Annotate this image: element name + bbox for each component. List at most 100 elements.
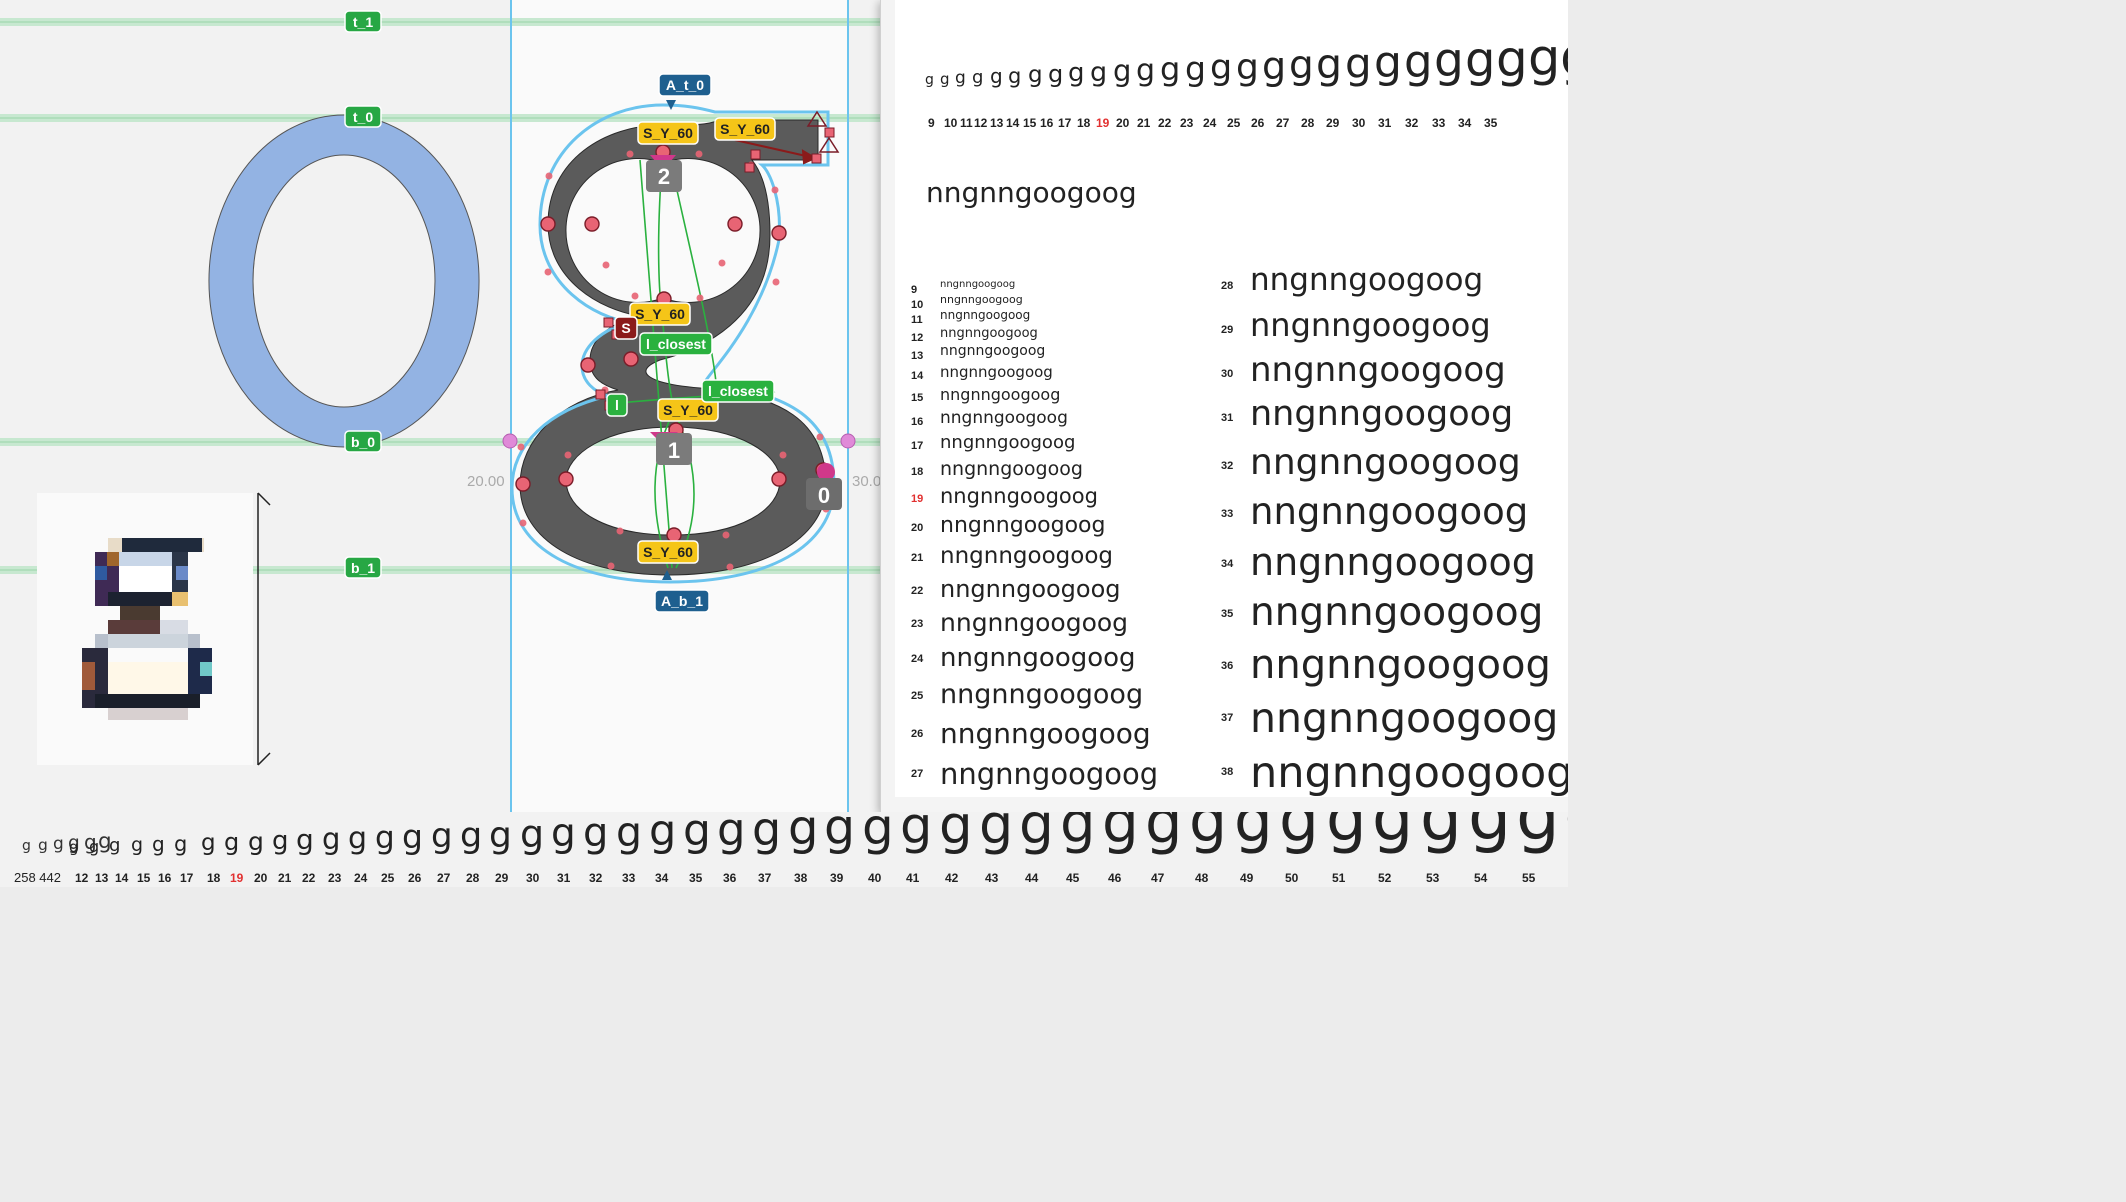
bottom-size-label: 49	[1240, 871, 1254, 885]
preview-glyph: g	[1496, 30, 1528, 88]
bottom-glyph: g	[1060, 812, 1096, 856]
svg-text:S_Y_60: S_Y_60	[643, 544, 693, 560]
bottom-glyph: g	[402, 817, 423, 856]
waterfall-size-label: 28	[1221, 280, 1234, 292]
sample-text-large: nngnngoogoog	[926, 176, 1137, 209]
bottom-size-label: 47	[1151, 871, 1165, 885]
bottom-glyph: g	[1102, 812, 1139, 856]
bottom-glyph: g	[152, 832, 165, 856]
bottom-size-label: 26	[408, 871, 422, 885]
waterfall-sample: nngnngoogoog	[1250, 694, 1559, 742]
bottom-size-label: 27	[437, 871, 451, 885]
bottom-size-label: 39	[830, 871, 844, 885]
bottom-glyph: g	[174, 832, 188, 856]
bottom-size-label: 34	[655, 871, 669, 885]
left-sidebearing-value: 20.00	[467, 473, 505, 490]
waterfall-sample: nngnngoogoog	[1250, 306, 1491, 344]
waterfall-sample: nngnngoogoog	[940, 484, 1098, 508]
waterfall-sample: nngnngoogoog	[1250, 262, 1484, 298]
stem-hint-badge-4[interactable]: S_Y_60	[657, 398, 719, 422]
hint-arrows	[734, 139, 818, 165]
anchor-badge-top[interactable]: A_t_0	[658, 73, 712, 110]
svg-text:t_1: t_1	[353, 14, 373, 30]
svg-text:S_Y_60: S_Y_60	[720, 121, 770, 137]
svg-text:A_t_0: A_t_0	[666, 77, 704, 93]
anchor-badge-bottom[interactable]: A_b_1	[654, 570, 710, 613]
preview-glyph: g	[1008, 64, 1022, 88]
preview-size-label: 29	[1326, 116, 1340, 130]
metric-badge-t0[interactable]: t_0	[344, 105, 382, 128]
bottom-size-label: 18	[207, 871, 221, 885]
stem-hint-badge-1[interactable]: S_Y_60	[637, 121, 699, 145]
bottom-size-label: 15	[137, 871, 151, 885]
waterfall-size-label: 10	[911, 299, 924, 311]
waterfall-size-label: 24	[911, 653, 924, 665]
waterfall-size-label: 26	[911, 728, 924, 740]
preview-glyph: g	[1068, 58, 1085, 88]
waterfall-sample: nngnngoogoog	[940, 408, 1068, 428]
bottom-glyph: g	[248, 827, 264, 856]
left-sidebearing-handle[interactable]	[502, 433, 518, 449]
stem-hint-badge-3[interactable]: S_Y_60	[629, 302, 691, 326]
stem-hint-badge-5[interactable]: S_Y_60	[637, 540, 699, 564]
preview-glyph: g	[1289, 43, 1314, 88]
waterfall-sample: nngnngoogoog	[940, 432, 1076, 453]
bottom-glyph: g	[22, 838, 31, 854]
svg-text:0: 0	[818, 483, 830, 508]
glyph-editor-canvas[interactable]: 20.00 30.0	[0, 0, 1568, 887]
preview-glyph: g	[1136, 53, 1156, 88]
waterfall-sample: nngnngoogoog	[940, 717, 1151, 750]
metric-badge-t1[interactable]: t_1	[344, 10, 382, 33]
bottom-glyph: g	[1420, 812, 1462, 856]
bottom-size-label: 36	[723, 871, 737, 885]
bottom-size-label: 14	[115, 871, 129, 885]
waterfall-sample: nngnngoogoog	[940, 326, 1038, 341]
waterfall-sample: nngnngoogoog	[1250, 394, 1514, 434]
svg-text:S_Y_60: S_Y_60	[643, 125, 693, 141]
link-badge-l-closest-2[interactable]: l_closest	[701, 379, 775, 403]
bottom-size-label: 48	[1195, 871, 1209, 885]
svg-text:S_Y_60: S_Y_60	[663, 402, 713, 418]
bottom-glyph: g	[348, 821, 368, 856]
bottom-size-label: 55	[1522, 871, 1536, 885]
bottom-size-label: 28	[466, 871, 480, 885]
preview-size-label: 26	[1251, 116, 1265, 130]
waterfall-sample: nngnngoogoog	[1250, 442, 1521, 483]
metric-badge-b1[interactable]: b_1	[344, 556, 382, 579]
bottom-size-label: 44	[1025, 871, 1039, 885]
bottom-glyph: g	[224, 828, 240, 856]
waterfall-size-label: 19	[911, 493, 924, 505]
stem-hint-badge-2[interactable]: S_Y_60	[714, 117, 776, 141]
preview-size-label: 25	[1227, 116, 1241, 130]
preview-glyph: g	[925, 72, 934, 88]
bottom-glyph: g	[1564, 812, 1568, 856]
metric-badge-b0[interactable]: b_0	[344, 430, 382, 453]
waterfall-sample: nngnngoogoog	[940, 608, 1129, 637]
bottom-size-label: 37	[758, 871, 772, 885]
preview-glyph: g	[1465, 32, 1496, 88]
bottom-glyph: g	[375, 820, 395, 856]
shift-badge-s[interactable]: S	[614, 316, 638, 340]
bottom-glyph: g	[717, 812, 746, 856]
waterfall-size-label: 29	[1221, 324, 1234, 336]
preview-size-label: 33	[1432, 116, 1446, 130]
waterfall-size-label: 36	[1221, 660, 1234, 672]
bottom-size-label: 43	[985, 871, 999, 885]
svg-text:S: S	[621, 320, 630, 336]
bottom-glyph: g	[1468, 812, 1512, 856]
waterfall-size-label: 13	[911, 350, 924, 362]
waterfall-sample: nngnngoogoog	[940, 575, 1121, 603]
preview-glyph: g	[1404, 35, 1433, 88]
link-badge-l-closest-1[interactable]: l_closest	[639, 332, 713, 356]
bottom-size-label: 50	[1285, 871, 1299, 885]
waterfall-size-label: 25	[911, 690, 924, 702]
right-sidebearing-handle[interactable]	[840, 433, 856, 449]
bottom-glyph: g	[939, 812, 973, 856]
waterfall-size-label: 35	[1221, 608, 1234, 620]
link-badge-l[interactable]: l	[606, 393, 628, 417]
waterfall-sample: nngnngoogoog	[940, 513, 1106, 538]
